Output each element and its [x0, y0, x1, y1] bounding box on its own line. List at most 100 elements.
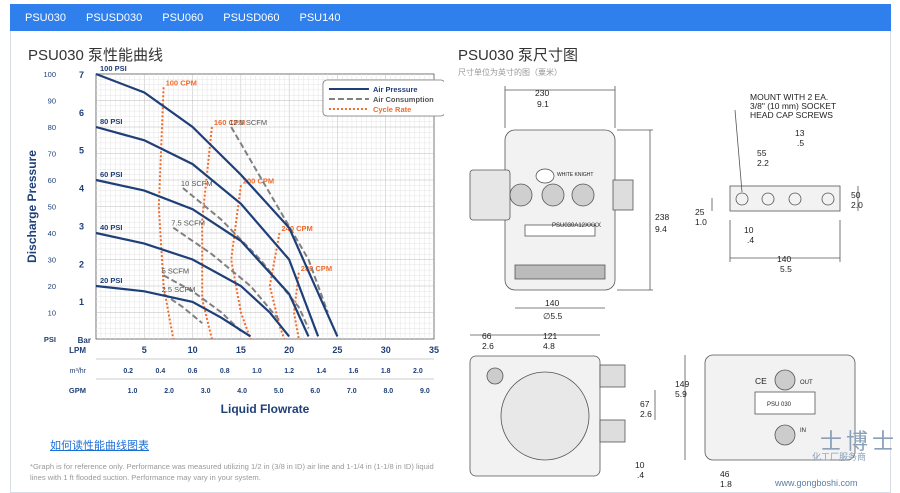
mount-note-2: 3/8" (10 mm) SOCKET	[750, 101, 836, 111]
psi-tick-label: 20	[48, 282, 56, 291]
tab-psusd030[interactable]: PSUSD030	[85, 11, 143, 24]
psi-tick-label: 80	[48, 123, 56, 132]
drawing-rear-view	[684, 354, 856, 461]
dim-140-a: 140	[545, 298, 559, 308]
m3hr-tick-label: 1.6	[349, 368, 359, 375]
lpm-tick-label: 25	[332, 345, 342, 355]
dim-5-5-a: ∅5.5	[543, 311, 562, 321]
tab-psu140[interactable]: PSU140	[299, 11, 341, 24]
port-in-label: IN	[800, 428, 806, 434]
air-pressure-line	[95, 125, 320, 337]
cycle-rate-line	[230, 185, 252, 340]
tab-psu030[interactable]: PSU030	[25, 11, 66, 24]
ce-mark: CE	[755, 376, 767, 386]
drawing-side-view	[469, 86, 653, 309]
dimension-labels: 230 9.1 238 9.4 140 ∅5.5 PSU030A12XXXX W…	[482, 88, 863, 489]
dim-66: 66	[482, 331, 492, 341]
dimension-units-note: 尺寸单位为英寸的图（粟米）	[458, 68, 562, 77]
mount-note-1: MOUNT WITH 2 EA.	[750, 92, 828, 102]
air-consumption-label: 12.5 SCFM	[229, 118, 267, 127]
gpm-tick-label: 3.0	[201, 388, 211, 395]
bar-tick-label: 7	[79, 70, 84, 80]
dim-67: 67	[640, 399, 650, 409]
dim-140-b: 140	[777, 254, 791, 264]
chart-footnote: *Graph is for reference only. Performanc…	[30, 462, 434, 482]
cycle-rate-line	[201, 126, 213, 340]
tab-psusd060[interactable]: PSUSD060	[223, 11, 280, 24]
dim-1-0: 1.0	[695, 217, 707, 227]
dimension-drawings: 230 9.1 238 9.4 140 ∅5.5 PSU030A12XXXX W…	[469, 86, 863, 489]
cycle-rate-label: 100 CPM	[166, 78, 197, 87]
gpm-tick-label: 9.0	[420, 388, 430, 395]
cycle-rate-line	[157, 87, 175, 340]
dim-0-4-b: .4	[637, 470, 644, 480]
drawing-front-view	[469, 334, 656, 477]
gpm-tick-label: 8.0	[383, 388, 393, 395]
bar-tick-label: 2	[79, 259, 84, 269]
gpm-tick-label: 5.0	[274, 388, 284, 395]
cycle-rate-label: 240 CPM	[281, 224, 312, 233]
lpm-tick-label: 30	[381, 345, 391, 355]
m3hr-tick-label: 1.2	[284, 368, 294, 375]
lpm-tick-label: 20	[284, 345, 294, 355]
bar-tick-label: 5	[79, 146, 84, 156]
lpm-unit-label: LPM	[69, 346, 86, 355]
lpm-tick-label: 5	[142, 345, 147, 355]
air-pressure-label: 100 PSI	[100, 66, 127, 73]
how-to-read-chart-link[interactable]: 如何读性能曲线图表	[50, 440, 149, 452]
legend-item: Air Consumption	[373, 95, 434, 104]
air-pressure-line	[95, 231, 290, 338]
air-consumption-line	[182, 187, 310, 329]
psi-tick-label: 90	[48, 97, 56, 106]
psi-tick-label: 50	[48, 203, 56, 212]
dim-25: 25	[695, 207, 705, 217]
cycle-rate-line	[292, 272, 300, 340]
psi-tick-label: 60	[48, 176, 56, 185]
dim-55: 55	[757, 148, 767, 158]
psu-plate: PSU 030	[767, 402, 792, 408]
lpm-tick-label: 10	[188, 345, 198, 355]
m3hr-unit-label: m³/hr	[70, 368, 87, 375]
watermark-logo: 士博士	[820, 430, 899, 455]
dim-0-4-a: .4	[747, 235, 754, 245]
gpm-tick-label: 4.0	[237, 388, 247, 395]
legend-item: Cycle Rate	[373, 105, 411, 114]
cycle-rate-line	[268, 232, 286, 340]
air-consumption-label: 7.5 SCFM	[171, 219, 205, 228]
dim-1-8: 1.8	[720, 479, 732, 489]
air-pressure-line	[95, 284, 252, 338]
dim-2-6-b: 2.6	[640, 409, 652, 419]
m3hr-tick-label: 0.4	[156, 368, 166, 375]
air-consumption-line	[163, 293, 203, 324]
performance-curve-title: PSU030 泵性能曲线	[28, 47, 164, 64]
bar-unit-label: Bar	[78, 336, 91, 345]
drawing-mount-view	[711, 109, 859, 262]
model-plate: PSU030A12XXXX	[552, 223, 601, 229]
dim-2-6-a: 2.6	[482, 341, 494, 351]
dim-121: 121	[543, 331, 557, 341]
dim-9-4: 9.4	[655, 224, 667, 234]
air-pressure-line	[95, 178, 310, 337]
psi-tick-label: 30	[48, 256, 56, 265]
performance-chart: 102030405060708090100PSI1234567BarDischa…	[25, 66, 444, 416]
gpm-tick-label: 7.0	[347, 388, 357, 395]
m3hr-tick-label: 0.6	[188, 368, 198, 375]
dim-238: 238	[655, 212, 669, 222]
bar-tick-label: 1	[79, 297, 84, 307]
air-pressure-label: 40 PSI	[100, 223, 123, 232]
psi-tick-label: 10	[48, 309, 56, 318]
air-pressure-label: 60 PSI	[100, 170, 123, 179]
lpm-tick-label: 15	[236, 345, 246, 355]
air-consumption-label: 2.5 SCFM	[162, 285, 196, 294]
air-consumption-label: 5 SCFM	[162, 266, 190, 275]
tab-psu060[interactable]: PSU060	[162, 11, 204, 24]
pump-badge	[535, 168, 555, 184]
badge-text: WHITE KNIGHT	[557, 172, 593, 178]
dim-10-a: 10	[744, 225, 754, 235]
mount-note-3: HEAD CAP SCREWS	[750, 110, 833, 120]
dim-4-8: 4.8	[543, 341, 555, 351]
air-pressure-label: 20 PSI	[100, 276, 123, 285]
psi-tick-label: 70	[48, 150, 56, 159]
bar-tick-label: 6	[79, 108, 84, 118]
dim-5-9: 5.9	[675, 389, 687, 399]
